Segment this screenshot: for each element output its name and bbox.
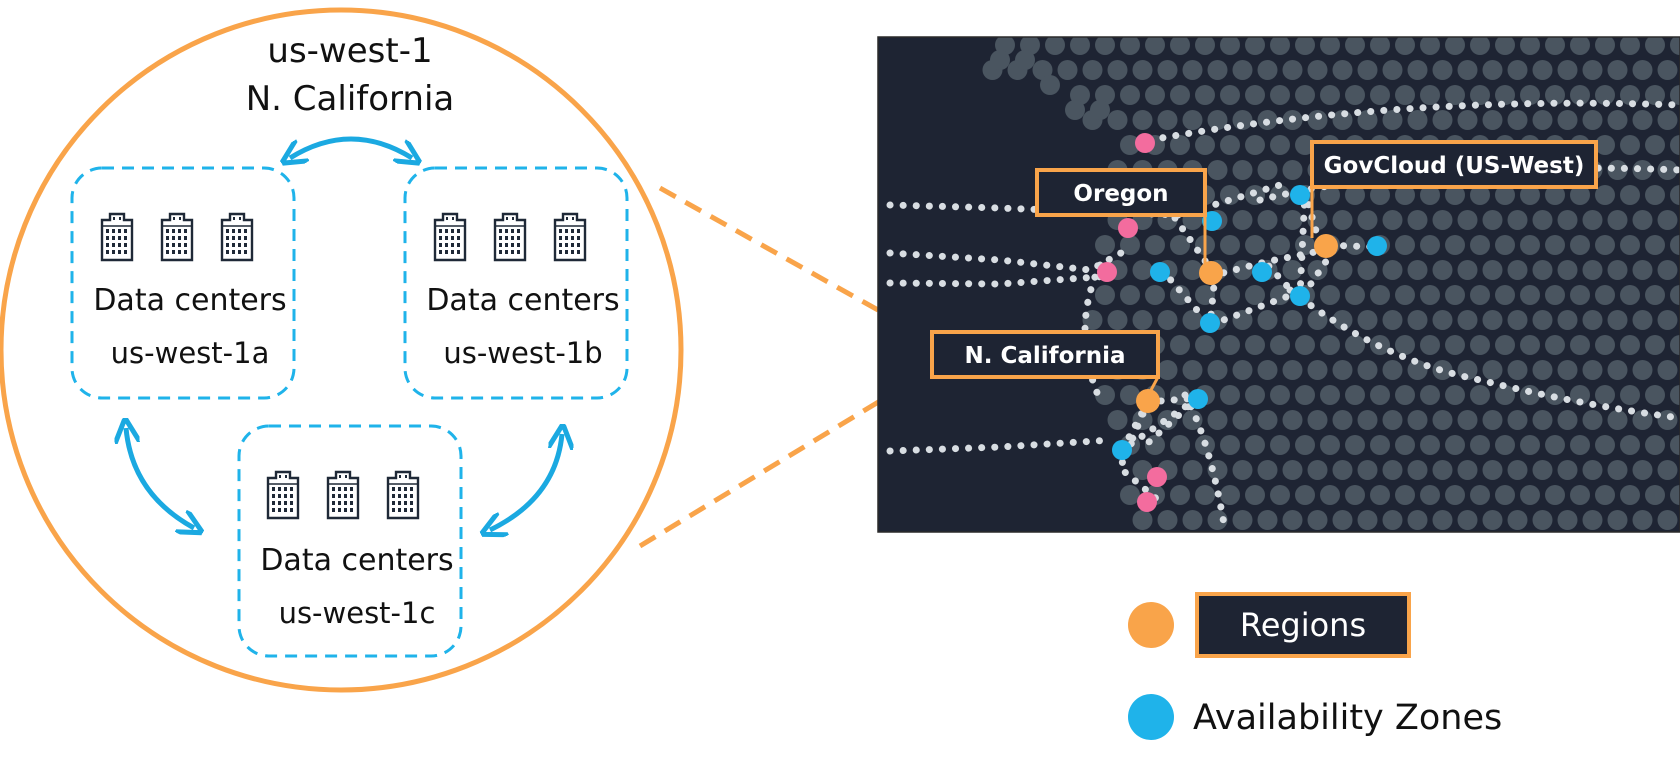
region-code: us-west-1	[267, 31, 432, 71]
az-caption-1b: Data centers	[426, 283, 619, 318]
legend-az-label: Availability Zones	[1193, 698, 1502, 738]
az-box-1c	[237, 424, 463, 658]
bidirectional-arrow-icon	[126, 428, 194, 528]
az-name-1a: us-west-1a	[111, 336, 270, 370]
label-oregon-box	[1035, 168, 1207, 217]
region-map: Oregon GovCloud (US-West) N. California	[878, 37, 1680, 532]
bidirectional-arrow-icon	[490, 434, 562, 530]
legend-regions-box	[1195, 592, 1411, 658]
region-markers	[1136, 234, 1338, 413]
bidirectional-arrow-icon	[290, 136, 412, 158]
region-name: N. California	[246, 79, 455, 119]
legend-az-swatch	[1128, 694, 1174, 740]
az-box-1b	[403, 166, 629, 400]
pink-markers	[1097, 133, 1167, 512]
network-paths	[886, 99, 1680, 532]
label-n-california-box	[930, 330, 1160, 379]
az-name-1b: us-west-1b	[443, 336, 602, 370]
label-govcloud-box	[1310, 140, 1598, 189]
az-caption-1a: Data centers	[93, 283, 286, 318]
az-caption-1c: Data centers	[260, 543, 453, 578]
legend-regions-label: Regions	[1240, 606, 1366, 644]
label-oregon: Oregon	[1073, 181, 1168, 207]
legend-region-swatch	[1128, 602, 1174, 648]
label-n-california: N. California	[964, 343, 1125, 369]
label-leaders	[1148, 180, 1314, 393]
az-box-1a	[70, 166, 296, 400]
zoom-connector-upper	[658, 185, 930, 341]
az-name-1c: us-west-1c	[279, 596, 436, 630]
label-govcloud: GovCloud (US-West)	[1324, 153, 1585, 179]
map-frame	[877, 36, 1680, 533]
